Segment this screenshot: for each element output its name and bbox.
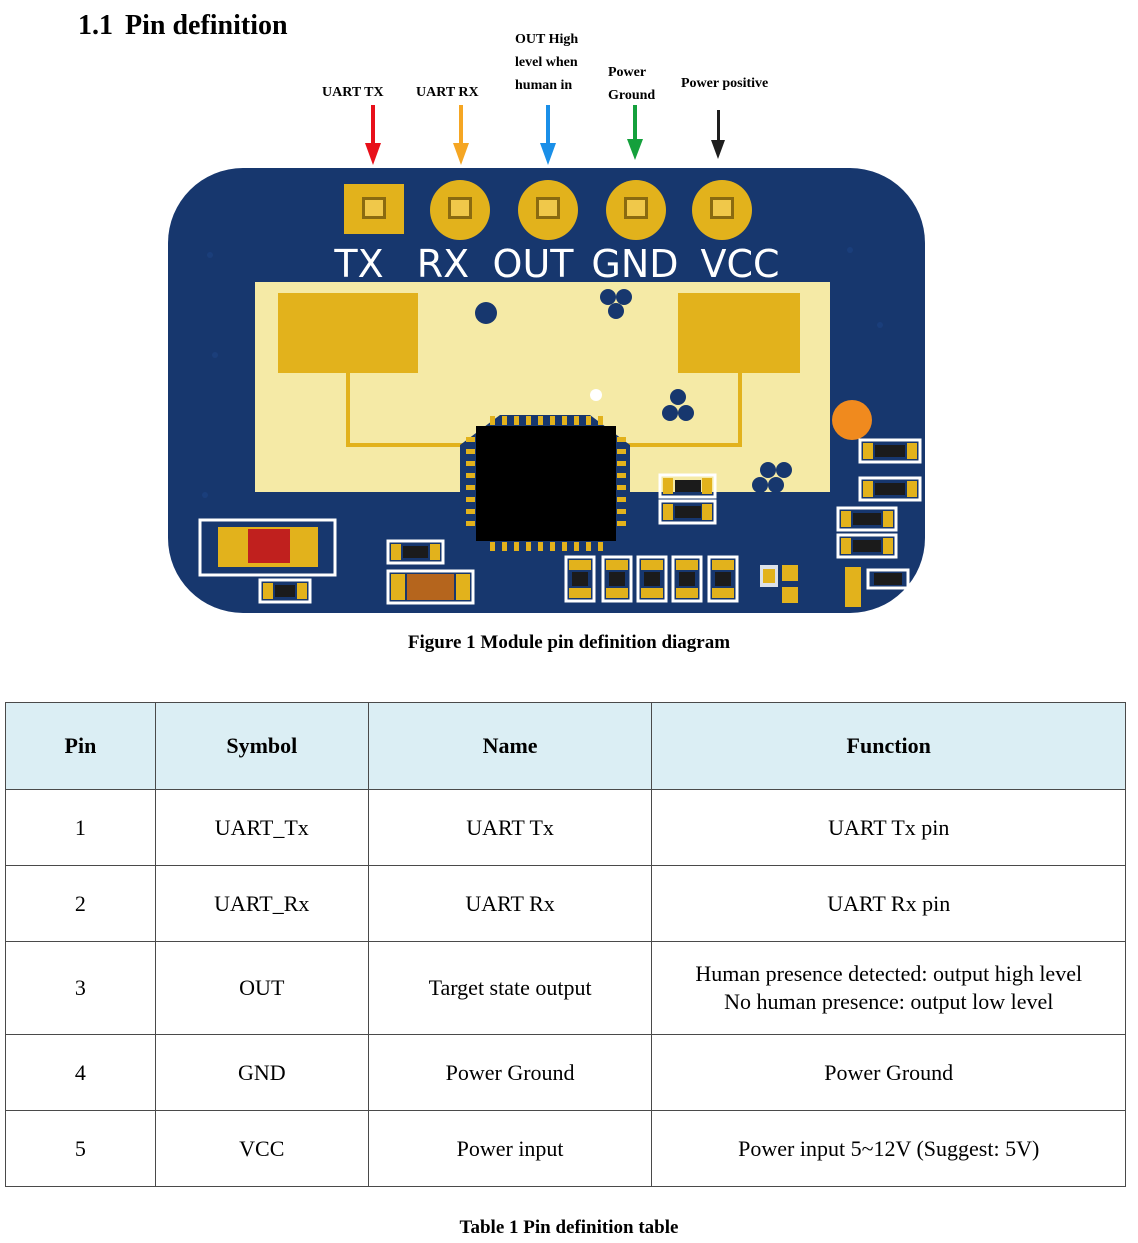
callout-power-positive: Power positive xyxy=(681,76,769,91)
section-number: 1.1 xyxy=(78,10,113,41)
table-row: 3 OUT Target state output Human presence… xyxy=(5,941,1126,1035)
callout-uart-rx: UART RX xyxy=(416,85,479,100)
cell-function: Power Ground xyxy=(651,1034,1126,1111)
cell-symbol: UART_Tx xyxy=(154,789,369,866)
header-name: Name xyxy=(367,702,653,790)
module-pin-diagram: UART TX UART RX OUT High level when huma… xyxy=(160,25,940,625)
silkscreen-rx: RX xyxy=(417,242,469,286)
antenna-patch-left xyxy=(278,293,418,373)
table-row: 1 UART_Tx UART Tx UART Tx pin xyxy=(5,789,1126,866)
cell-pin: 5 xyxy=(5,1110,156,1187)
capacitor-bottom-left xyxy=(198,518,337,577)
led-indicator xyxy=(832,400,872,440)
cell-name: Power input xyxy=(367,1110,653,1187)
header-function: Function xyxy=(651,702,1126,790)
arrow-gnd-icon xyxy=(627,105,643,160)
silkscreen-labels: TX RX OUT GND VCC xyxy=(333,242,779,286)
silkscreen-out: OUT xyxy=(493,242,575,286)
table-row: 4 GND Power Ground Power Ground xyxy=(5,1034,1126,1111)
cell-name: Power Ground xyxy=(367,1034,653,1111)
section-title: Pin definition xyxy=(125,10,288,41)
silkscreen-gnd: GND xyxy=(591,242,678,286)
cell-function: Human presence detected: output high lev… xyxy=(651,941,1126,1035)
cell-pin: 2 xyxy=(5,865,156,942)
cell-function: Power input 5~12V (Suggest: 5V) xyxy=(651,1110,1126,1187)
cell-function: UART Tx pin xyxy=(651,789,1126,866)
cell-symbol: OUT xyxy=(154,941,369,1035)
silkscreen-vcc: VCC xyxy=(700,242,779,286)
antenna-patch-right xyxy=(678,293,800,373)
cell-pin: 4 xyxy=(5,1034,156,1111)
ic-chip xyxy=(476,426,616,541)
table-caption: Table 1 Pin definition table xyxy=(459,1217,679,1238)
arrow-rx-icon xyxy=(453,105,469,165)
cell-name: UART Rx xyxy=(367,865,653,942)
header-pin: Pin xyxy=(5,702,156,790)
silkscreen-tx: TX xyxy=(333,242,383,286)
arrow-vcc-icon xyxy=(711,110,725,159)
table-header-row: Pin Symbol Name Function xyxy=(5,702,1126,790)
smd-components xyxy=(258,438,922,607)
arrow-out-icon xyxy=(540,105,556,165)
pin-definition-table: Pin Symbol Name Function 1 UART_Tx UART … xyxy=(5,702,1126,1187)
cell-name: UART Tx xyxy=(367,789,653,866)
cell-name: Target state output xyxy=(367,941,653,1035)
figure-caption: Figure 1 Module pin definition diagram xyxy=(407,632,731,653)
cell-symbol: UART_Rx xyxy=(154,865,369,942)
header-symbol: Symbol xyxy=(154,702,369,790)
section-heading: 1.1 Pin definition xyxy=(78,10,288,42)
cell-symbol: VCC xyxy=(154,1110,369,1187)
arrow-tx-icon xyxy=(365,105,381,165)
pin-pads xyxy=(344,180,752,240)
table-row: 5 VCC Power input Power input 5~12V (Sug… xyxy=(5,1110,1126,1187)
cell-pin: 1 xyxy=(5,789,156,866)
callout-uart-tx: UART TX xyxy=(322,85,384,100)
pcb-drawing: TX RX OUT GND VCC xyxy=(168,105,925,613)
callout-power-ground: Power Ground xyxy=(608,65,656,103)
table-row: 2 UART_Rx UART Rx UART Rx pin xyxy=(5,865,1126,942)
cell-pin: 3 xyxy=(5,941,156,1035)
callout-out: OUT High level when human in xyxy=(515,32,579,93)
cell-symbol: GND xyxy=(154,1034,369,1111)
cell-function: UART Rx pin xyxy=(651,865,1126,942)
